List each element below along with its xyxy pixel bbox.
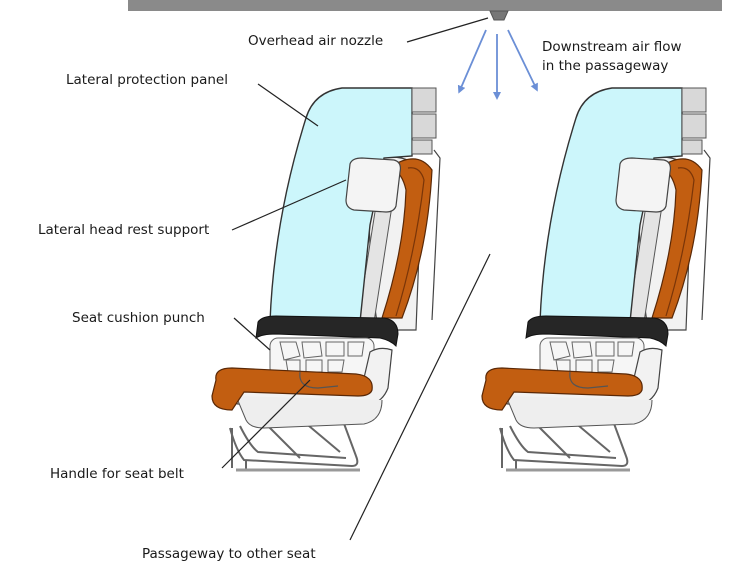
label-lateral-head-rest-support: Lateral head rest support xyxy=(38,222,210,238)
leader-lines xyxy=(221,17,491,541)
label-lateral-protection-panel: Lateral protection panel xyxy=(66,72,228,88)
label-seat-cushion-punch: Seat cushion punch xyxy=(72,310,205,326)
overhead-air-nozzle xyxy=(489,10,509,21)
ceiling-strip xyxy=(128,0,722,11)
label-passageway-to-other-seat: Passageway to other seat xyxy=(142,546,316,562)
label-downstream-air-flow-line2: in the passageway xyxy=(542,58,669,74)
seat-left xyxy=(210,86,442,472)
air-flow-arrows xyxy=(457,29,538,100)
label-handle-for-seat-belt: Handle for seat belt xyxy=(50,466,184,482)
label-overhead-air-nozzle: Overhead air nozzle xyxy=(248,33,384,49)
seat-right xyxy=(480,86,712,472)
label-downstream-air-flow-line1: Downstream air flow xyxy=(542,39,682,55)
